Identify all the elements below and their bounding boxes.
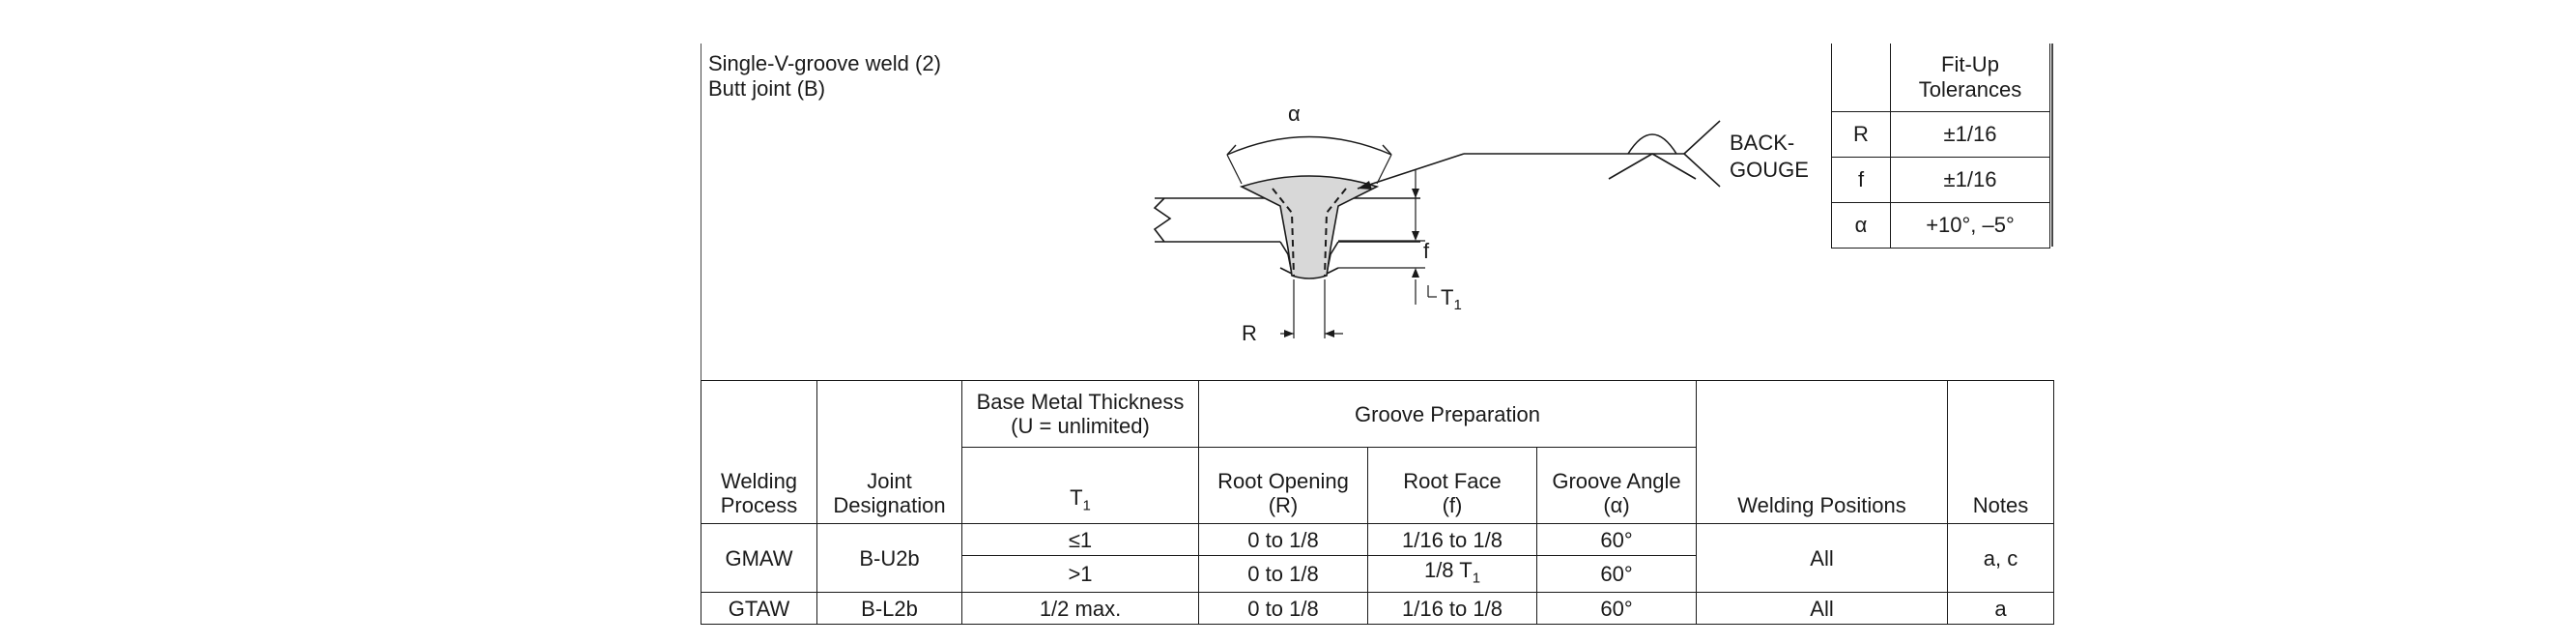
cell-groove-angle: 60° [1535,554,1698,594]
cell-positions: All [1696,522,1949,594]
cell-joint: B-L2b [816,592,962,626]
table-row: >1 0 to 1/8 1/8 T1 60° [701,554,2054,594]
header-notes: Notes [1947,380,2055,524]
weld-joint-spec: α BACK- GOUGE f T1 [701,44,2055,626]
header-groove-preparation: Groove Preparation [1197,380,1698,448]
header-welding-positions: Welding Positions [1696,380,1949,524]
joint-drawing: α BACK- GOUGE f T1 [701,44,2053,624]
cell-root-opening: 0 to 1/8 [1198,523,1368,556]
cell-thickness: >1 [961,554,1199,594]
header-joint-designation: Joint Designation [816,380,962,524]
root-opening-dimension [1280,279,1343,338]
fit-up-header: Fit-Up Tolerances [1890,44,2050,112]
cell-thickness: ≤1 [961,523,1199,556]
cell-thickness: 1/2 max. [961,592,1199,626]
cell-groove-angle: 60° [1535,592,1698,626]
welding-data-table: Welding Process Joint Designation Base M… [701,380,2055,626]
cell-root-opening: 0 to 1/8 [1198,554,1368,594]
cell-groove-angle: 60° [1535,523,1698,556]
joint-subtitle: Butt joint (B) [708,76,826,101]
table-row: GMAW B-U2b ≤1 0 to 1/8 1/16 to 1/8 60° A… [701,522,2055,594]
cell-joint: B-U2b [816,522,962,594]
header-base-metal-thickness: Base Metal Thickness (U = unlimited) [961,380,1199,448]
fit-up-value: ±1/16 [1890,157,2050,203]
cell-root-face: 1/16 to 1/8 [1367,592,1537,626]
fit-up-value: ±1/16 [1890,111,2050,158]
joint-title: Single-V-groove weld (2) [708,51,941,75]
header-groove-angle: Groove Angle (α) [1535,447,1698,524]
welding-symbol [1464,120,1721,188]
weld-bead [1239,175,1380,279]
fit-up-symbol: f [1831,157,1891,203]
header-root-opening: Root Opening (R) [1198,447,1368,524]
cell-positions: All [1696,592,1949,626]
fit-up-value: +10°, –5° [1890,202,2050,249]
cell-notes: a [1947,592,2055,626]
backgouge-label-1: BACK- [1730,131,1794,155]
alpha-label: α [1288,102,1301,126]
header-thickness-symbol: T1 [961,447,1199,524]
backgouge-label-2: GOUGE [1730,158,1809,182]
cell-notes: a, c [1947,522,2055,594]
header-welding-process: Welding Process [701,380,817,524]
root-face-dimension [1338,169,1425,305]
cell-root-face: 1/8 T1 [1367,554,1537,594]
t1-label: T1 [1441,285,1462,313]
cell-root-face: 1/16 to 1/8 [1367,523,1537,556]
f-label: f [1423,239,1430,263]
fit-up-tolerances-table: Fit-Up Tolerances R ±1/16 f ±1/16 α +10°… [1831,44,2050,249]
fit-up-blank-cell [1831,44,1891,112]
table-row: GTAW B-L2b 1/2 max. 0 to 1/8 1/16 to 1/8… [701,592,2055,626]
fit-up-symbol: α [1831,202,1891,249]
cell-root-opening: 0 to 1/8 [1198,592,1368,626]
fit-up-symbol: R [1831,111,1891,158]
cell-process: GMAW [701,522,817,594]
cell-process: GTAW [701,592,817,626]
r-label: R [1242,321,1257,345]
header-root-face: Root Face (f) [1367,447,1537,524]
